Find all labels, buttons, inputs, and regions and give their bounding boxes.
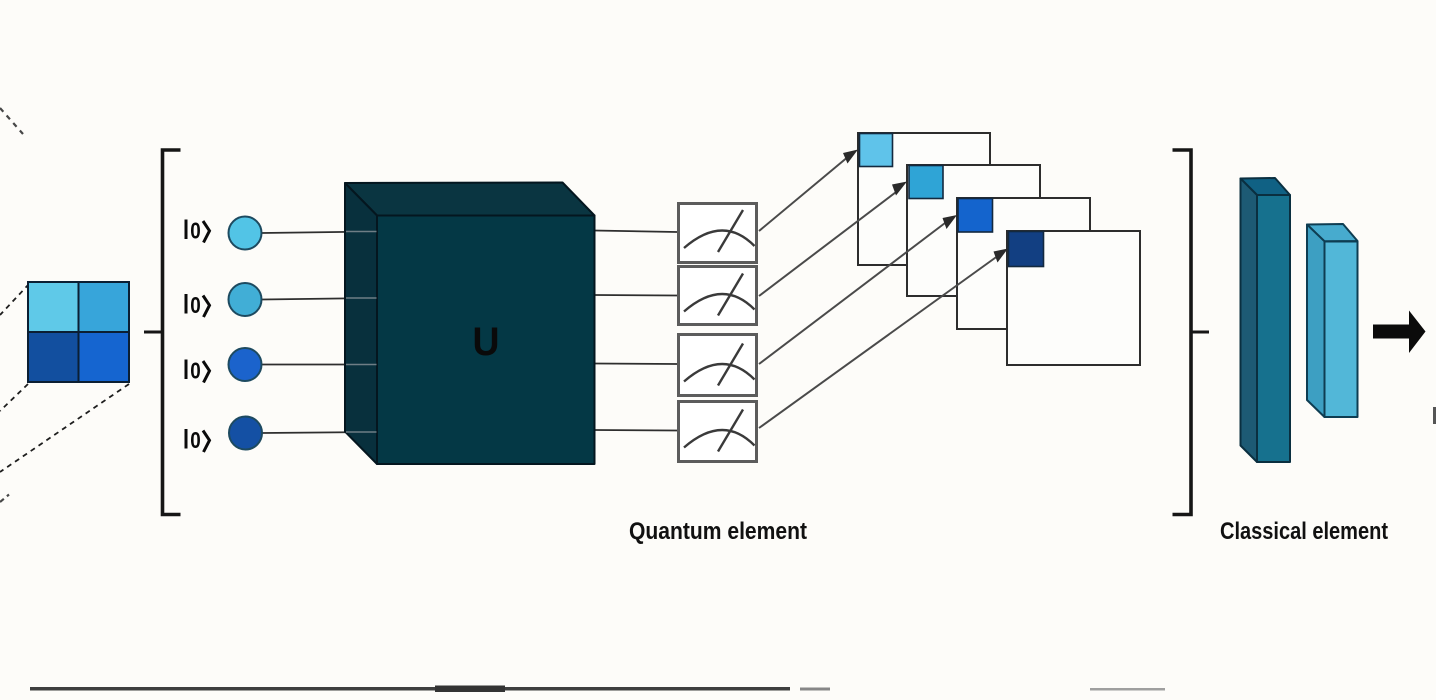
svg-text:Classical element: Classical element: [1220, 518, 1388, 545]
svg-text:0: 0: [190, 217, 201, 243]
svg-text:0: 0: [190, 427, 201, 453]
svg-text:0: 0: [190, 292, 201, 318]
svg-text:Quantum element: Quantum element: [629, 518, 807, 545]
svg-text:0: 0: [190, 357, 201, 383]
svg-text:U: U: [473, 320, 500, 364]
